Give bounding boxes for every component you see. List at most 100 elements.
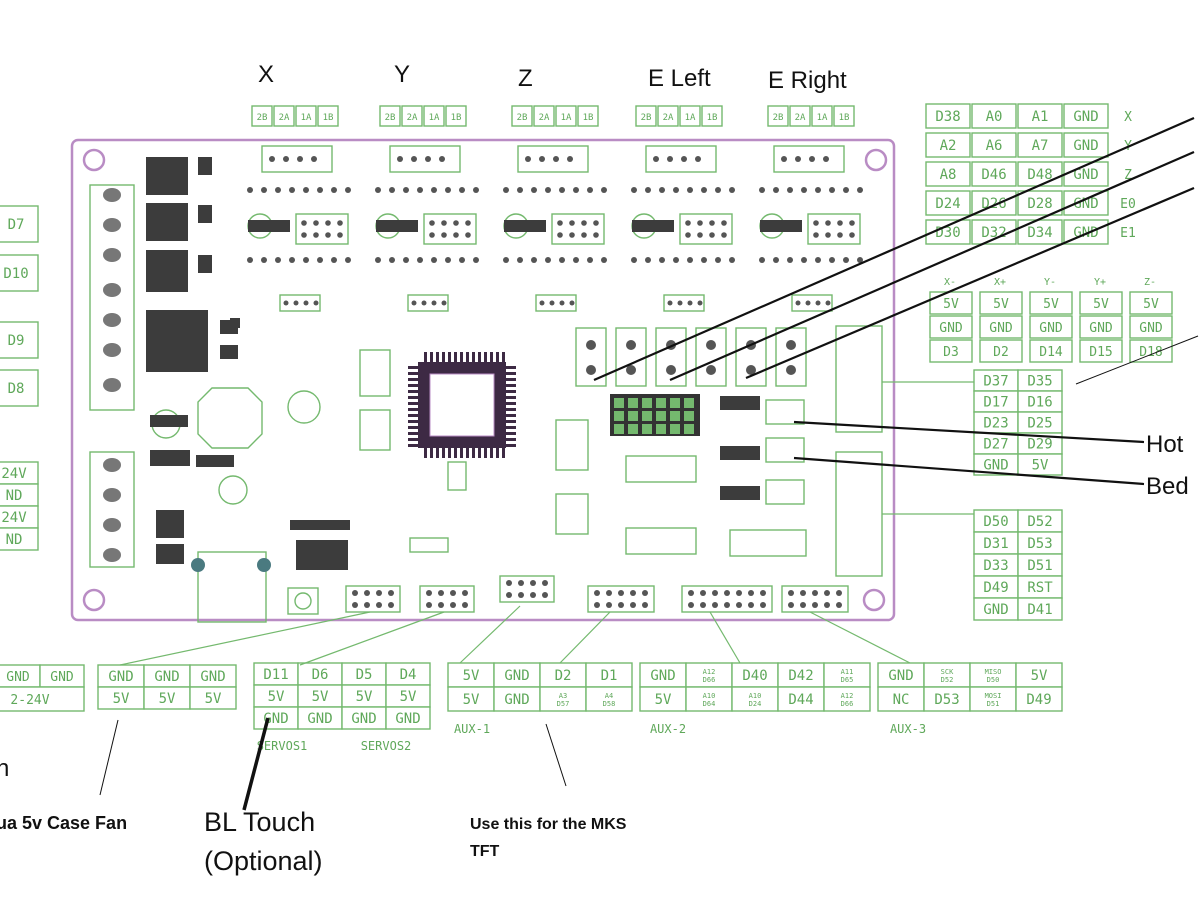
endstop-cell [925, 161, 971, 187]
left-pin-cell [0, 254, 39, 292]
right-block-1-label: D35 [1027, 374, 1052, 390]
aux2-block-cell [823, 686, 871, 712]
endstop-label: A2 [940, 138, 957, 154]
aux2-block-label: A10 [703, 692, 716, 700]
mount-hole [82, 148, 106, 172]
aux2-block-label: GND [650, 668, 675, 684]
left-power-label: ND [6, 488, 23, 504]
limit-label: GND [1039, 321, 1063, 336]
left-pin-cell [0, 321, 39, 359]
right-block-1-label: D37 [983, 374, 1008, 390]
aux1-block-label: GND [504, 692, 529, 708]
stepper-pin-cell [317, 105, 339, 127]
stepper-pin-label: 1B [707, 113, 718, 123]
servos1-label: SERVOS1 [257, 739, 308, 753]
stepper-driver-sockets [247, 145, 863, 312]
aux1-block-label: A3 [559, 692, 567, 700]
driver-socket [759, 145, 863, 312]
left-power-cell [0, 527, 39, 551]
case-fan-block-label: 5V [113, 691, 130, 707]
servos-block-label: 5V [400, 689, 417, 705]
power-section [89, 157, 350, 623]
stepper-pin-label: 1B [323, 113, 334, 123]
endstop-label: GND [1073, 109, 1098, 125]
aux2-block-label: D40 [742, 668, 767, 684]
left-pin-label: D9 [8, 333, 25, 349]
stepper-pin-cell [701, 105, 723, 127]
stepper-pin-cell [273, 105, 295, 127]
endstop-axis-label: E0 [1120, 197, 1136, 212]
limit-cell [979, 315, 1023, 339]
case-fan-block-label: GND [200, 669, 225, 685]
endstop-label: A1 [1032, 109, 1049, 125]
stepper-pin-cell [251, 105, 273, 127]
aux1-block-label: GND [504, 668, 529, 684]
stepper-pin-cell [657, 105, 679, 127]
aux3-label: AUX-3 [890, 722, 926, 736]
servos-block-cell [385, 706, 431, 730]
limit-cell [1079, 315, 1123, 339]
stepper-pin-cell [767, 105, 789, 127]
right-block-1-label: D16 [1027, 395, 1052, 411]
bottom-power-label: GND [6, 670, 30, 685]
stepper-pin-cell [635, 105, 657, 127]
limit-cell [1029, 339, 1073, 363]
stepper-pin-cell [295, 105, 317, 127]
misc-components [230, 318, 883, 577]
stepper-pin-label: 1A [561, 113, 572, 123]
right-block-1-label: D23 [983, 416, 1008, 432]
stepper-pin-label: 2B [773, 113, 784, 123]
mount-hole [862, 588, 886, 612]
aux1-block-cell [585, 686, 633, 712]
limit-cell [1029, 291, 1073, 315]
limit-cell [1129, 315, 1173, 339]
aux2-block-cell [823, 662, 871, 688]
servos-block-label: 5V [356, 689, 373, 705]
aux1-block-label: A4 [605, 692, 613, 700]
servos-block-label: GND [263, 711, 288, 727]
right-block-1-cell [1017, 453, 1063, 476]
servos2-label: SERVOS2 [361, 739, 412, 753]
limit-label: 5V [1093, 297, 1109, 312]
aux1-label: AUX-1 [454, 722, 490, 736]
stepper-pin-cell [555, 105, 577, 127]
stepper-pin-label: 2A [795, 113, 806, 123]
left-power-label: 24V [1, 510, 27, 526]
aux2-block-label: D44 [788, 692, 813, 708]
limit-cell [1129, 339, 1173, 363]
hot-callout-line [793, 420, 1145, 444]
aux2-block-label: A10 [749, 692, 762, 700]
aux2-block-cell [777, 686, 825, 712]
callout-lines [242, 116, 1195, 811]
right-block-1-label: GND [983, 458, 1008, 474]
regulator [146, 310, 208, 372]
aux1-block-cell [447, 686, 495, 712]
aux2-block-label: D64 [703, 700, 716, 708]
limit-label: D3 [943, 345, 959, 360]
stepper-pin-label: 2B [641, 113, 652, 123]
bltouch-label-line2: (Optional) [204, 846, 323, 876]
aux3-block-cell [1015, 662, 1063, 688]
mount-hole [864, 148, 888, 172]
stepper-pin-cell [533, 105, 555, 127]
stepper-pin-label: 1B [451, 113, 462, 123]
endstop-cell [1063, 190, 1109, 216]
left-pin-label: D10 [3, 266, 28, 282]
aux2-block-label: D24 [749, 700, 762, 708]
limit-label: 5V [1043, 297, 1059, 312]
right-block-2-label: D33 [983, 558, 1008, 574]
mosfet [146, 203, 188, 241]
right-block-1-label: D29 [1027, 437, 1052, 453]
bed-label: Bed [1146, 473, 1189, 500]
aux3-block-label: D52 [941, 676, 954, 684]
stepper-pin-cell [379, 105, 401, 127]
aux3-block-label: D53 [934, 692, 959, 708]
aux2-block-label: D65 [841, 676, 854, 684]
aux2-block-label: D66 [841, 700, 854, 708]
endstop-cell [1017, 132, 1063, 158]
limit-cell [1129, 291, 1173, 315]
